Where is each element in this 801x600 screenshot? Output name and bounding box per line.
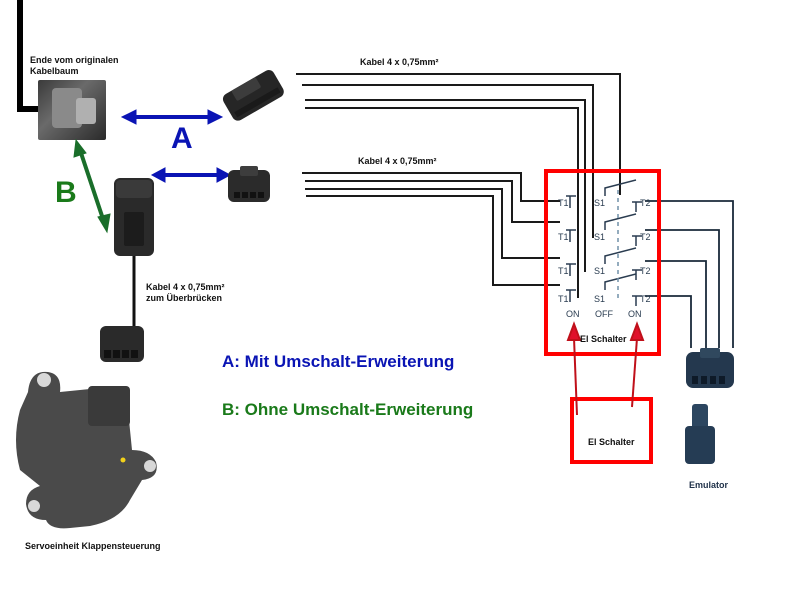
arrow-a-middle [150, 167, 232, 183]
switch-row-3-t1: T1 [558, 266, 569, 276]
switch-row-1-s1: S1 [594, 198, 606, 208]
wire-mid-4 [306, 195, 560, 286]
servo-label: Servoeinheit Klappensteuerung [25, 541, 161, 551]
wire-out-1 [645, 200, 734, 348]
arrow-b-head-top [73, 138, 87, 158]
pointer-left-head [566, 321, 582, 341]
arrow-a-top [120, 109, 224, 125]
switch-row-1-t1: T1 [558, 198, 569, 208]
legend-b: B: Ohne Umschalt-Erweiterung [222, 400, 474, 419]
arrow-b-head-bottom [97, 213, 111, 234]
connector-latch [76, 98, 96, 124]
switch-highlight-box [544, 169, 661, 356]
switch-row-2-t2: T2 [640, 232, 651, 242]
external-switch-label: El Schalter [588, 437, 635, 447]
cable-middle-wires [302, 172, 560, 286]
s1-lever-1 [604, 179, 637, 196]
arrow-a-middle-head-right [216, 167, 232, 183]
wire-top-2 [302, 84, 594, 238]
output-wires [645, 200, 734, 348]
switch-row-3-s1: S1 [594, 266, 606, 276]
cable-bridge-label: Kabel 4 x 0,75mm² zum Überbrücken [146, 282, 225, 304]
legend-a: A: Mit Umschalt-Erweiterung [222, 352, 455, 371]
harness-end-label: Ende vom originalen Kabelbaum [30, 55, 119, 77]
female-connector-middle [228, 166, 270, 202]
wire-top-4 [305, 107, 579, 298]
t1-contact-3 [566, 263, 576, 276]
emulator-plug [685, 404, 715, 464]
emulator-label: Emulator [689, 480, 729, 490]
t2-contact-2 [632, 235, 642, 246]
t2-contact-1 [632, 201, 642, 212]
cable-bridge-label-line2: zum Überbrücken [146, 293, 223, 303]
harness-wire-foot [17, 106, 45, 112]
switch-title: El Schalter [580, 334, 627, 344]
switch-row-2-t1: T1 [558, 232, 569, 242]
harness-wire [17, 0, 23, 112]
cable-top-wires [296, 73, 621, 298]
arrow-b-shaft [78, 149, 106, 223]
switch-row-4-t1: T1 [558, 294, 569, 304]
wire-mid-1 [302, 172, 560, 202]
arrow-a-top-head-right [207, 109, 224, 125]
harness-end-label-line2: Kabelbaum [30, 66, 79, 76]
switch-row-4-s1: S1 [594, 294, 606, 304]
wire-top-3 [305, 99, 586, 272]
external-switch-box [570, 397, 653, 464]
switch-position-off: OFF [595, 309, 613, 319]
pointer-left-line [573, 337, 578, 416]
pointer-right-head [629, 321, 645, 341]
harness-end-label-line1: Ende vom originalen [30, 55, 119, 65]
emulator-connector [686, 348, 734, 388]
t1-contact-1 [566, 195, 576, 208]
wire-out-2 [645, 229, 720, 348]
t1-contact-2 [566, 229, 576, 242]
wire-mid-2 [305, 180, 560, 223]
bridge-male-connector [114, 178, 154, 256]
switch-row-3-t2: T2 [640, 266, 651, 276]
cable-bridge-label-line1: Kabel 4 x 0,75mm² [146, 282, 225, 292]
t2-contact-3 [632, 269, 642, 280]
switch-position-on-right: ON [628, 309, 642, 319]
switch-schematic [566, 179, 642, 306]
s1-lever-2 [604, 213, 637, 230]
bridge-female-connector [100, 326, 144, 362]
pointer-right-line [631, 337, 638, 408]
switch-pointer-arrows [566, 321, 645, 416]
switch-position-on-left: ON [566, 309, 580, 319]
cable-middle-label: Kabel 4 x 0,75mm² [358, 156, 437, 166]
s1-lever-3 [604, 247, 637, 264]
switch-row-2-s1: S1 [594, 232, 606, 242]
arrow-a-middle-head-left [150, 167, 166, 183]
servo-unit [16, 371, 157, 529]
arrow-a-top-head-left [120, 109, 137, 125]
harness-end-photo [38, 80, 106, 140]
s1-lever-4 [604, 273, 637, 290]
t2-contact-4 [632, 295, 642, 306]
male-connector-top [222, 70, 284, 121]
wire-top-1 [296, 73, 621, 195]
arrow-b-letter: B [55, 176, 77, 209]
t1-contact-4 [566, 289, 576, 302]
wire-mid-3 [305, 188, 560, 259]
arrow-b [73, 138, 111, 234]
switch-row-1-t2: T2 [640, 198, 651, 208]
cable-top-label: Kabel 4 x 0,75mm² [360, 57, 439, 67]
switch-row-4-t2: T2 [640, 294, 651, 304]
wire-out-4 [645, 295, 692, 348]
wire-out-3 [645, 260, 707, 348]
arrow-a-letter: A [171, 122, 193, 155]
